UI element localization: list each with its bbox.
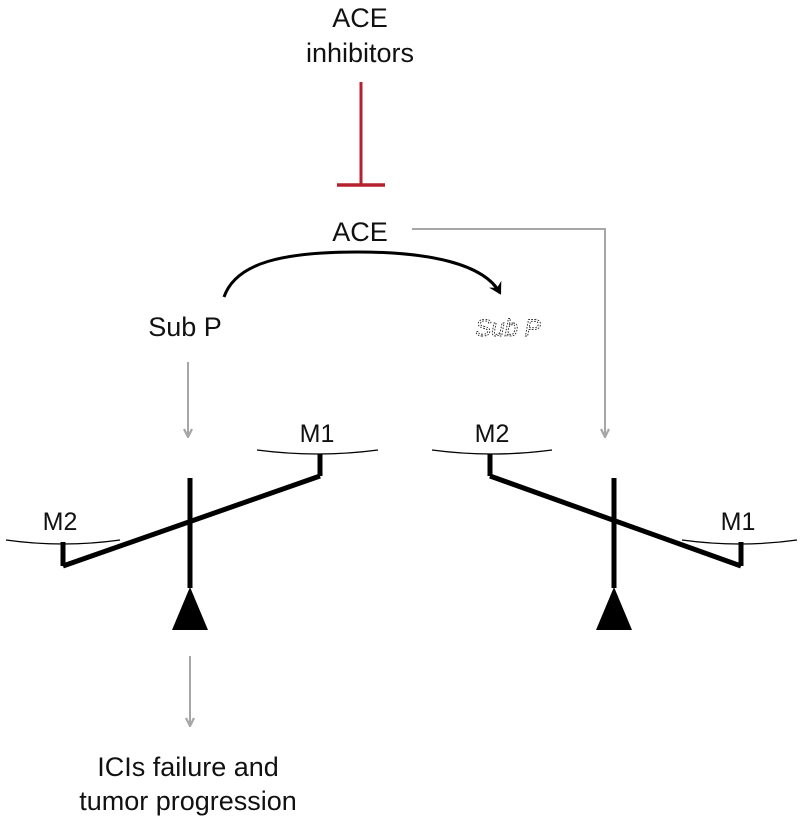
right-scale-m2-label: M2 xyxy=(475,420,510,448)
right-scale-fulcrum xyxy=(596,587,632,630)
sub-p-degraded-label: Sub P xyxy=(475,315,540,342)
outcome-label-line1: ICIs failure and xyxy=(97,752,279,782)
left-balance-scale xyxy=(5,449,379,630)
right-scale-beam xyxy=(489,473,742,569)
left-scale-m1-label: M1 xyxy=(300,420,335,448)
right-scale-m1-pan xyxy=(681,539,798,545)
left-scale-beam xyxy=(62,473,321,569)
right-balance-scale xyxy=(431,449,798,630)
outcome-label-line2: tumor progression xyxy=(79,786,297,816)
ace-inhibitors-label-line1: ACE xyxy=(332,3,388,33)
inhibition-arrow xyxy=(337,82,385,187)
ace-cleavage-arrow xyxy=(222,250,502,298)
right-scale-m2-pan xyxy=(431,449,553,455)
ace-label: ACE xyxy=(332,217,388,247)
ace-inhibitors-label-line2: inhibitors xyxy=(306,38,414,68)
left-scale-m2-pan xyxy=(5,539,121,545)
left-scale-m2-label: M2 xyxy=(43,508,78,536)
left-scale-fulcrum xyxy=(172,587,208,630)
ace-to-right-scale-arrow xyxy=(412,228,605,437)
sub-p-label: Sub P xyxy=(148,312,222,342)
right-scale-m1-label: M1 xyxy=(721,508,756,536)
left-scale-m1-pan xyxy=(256,449,379,455)
